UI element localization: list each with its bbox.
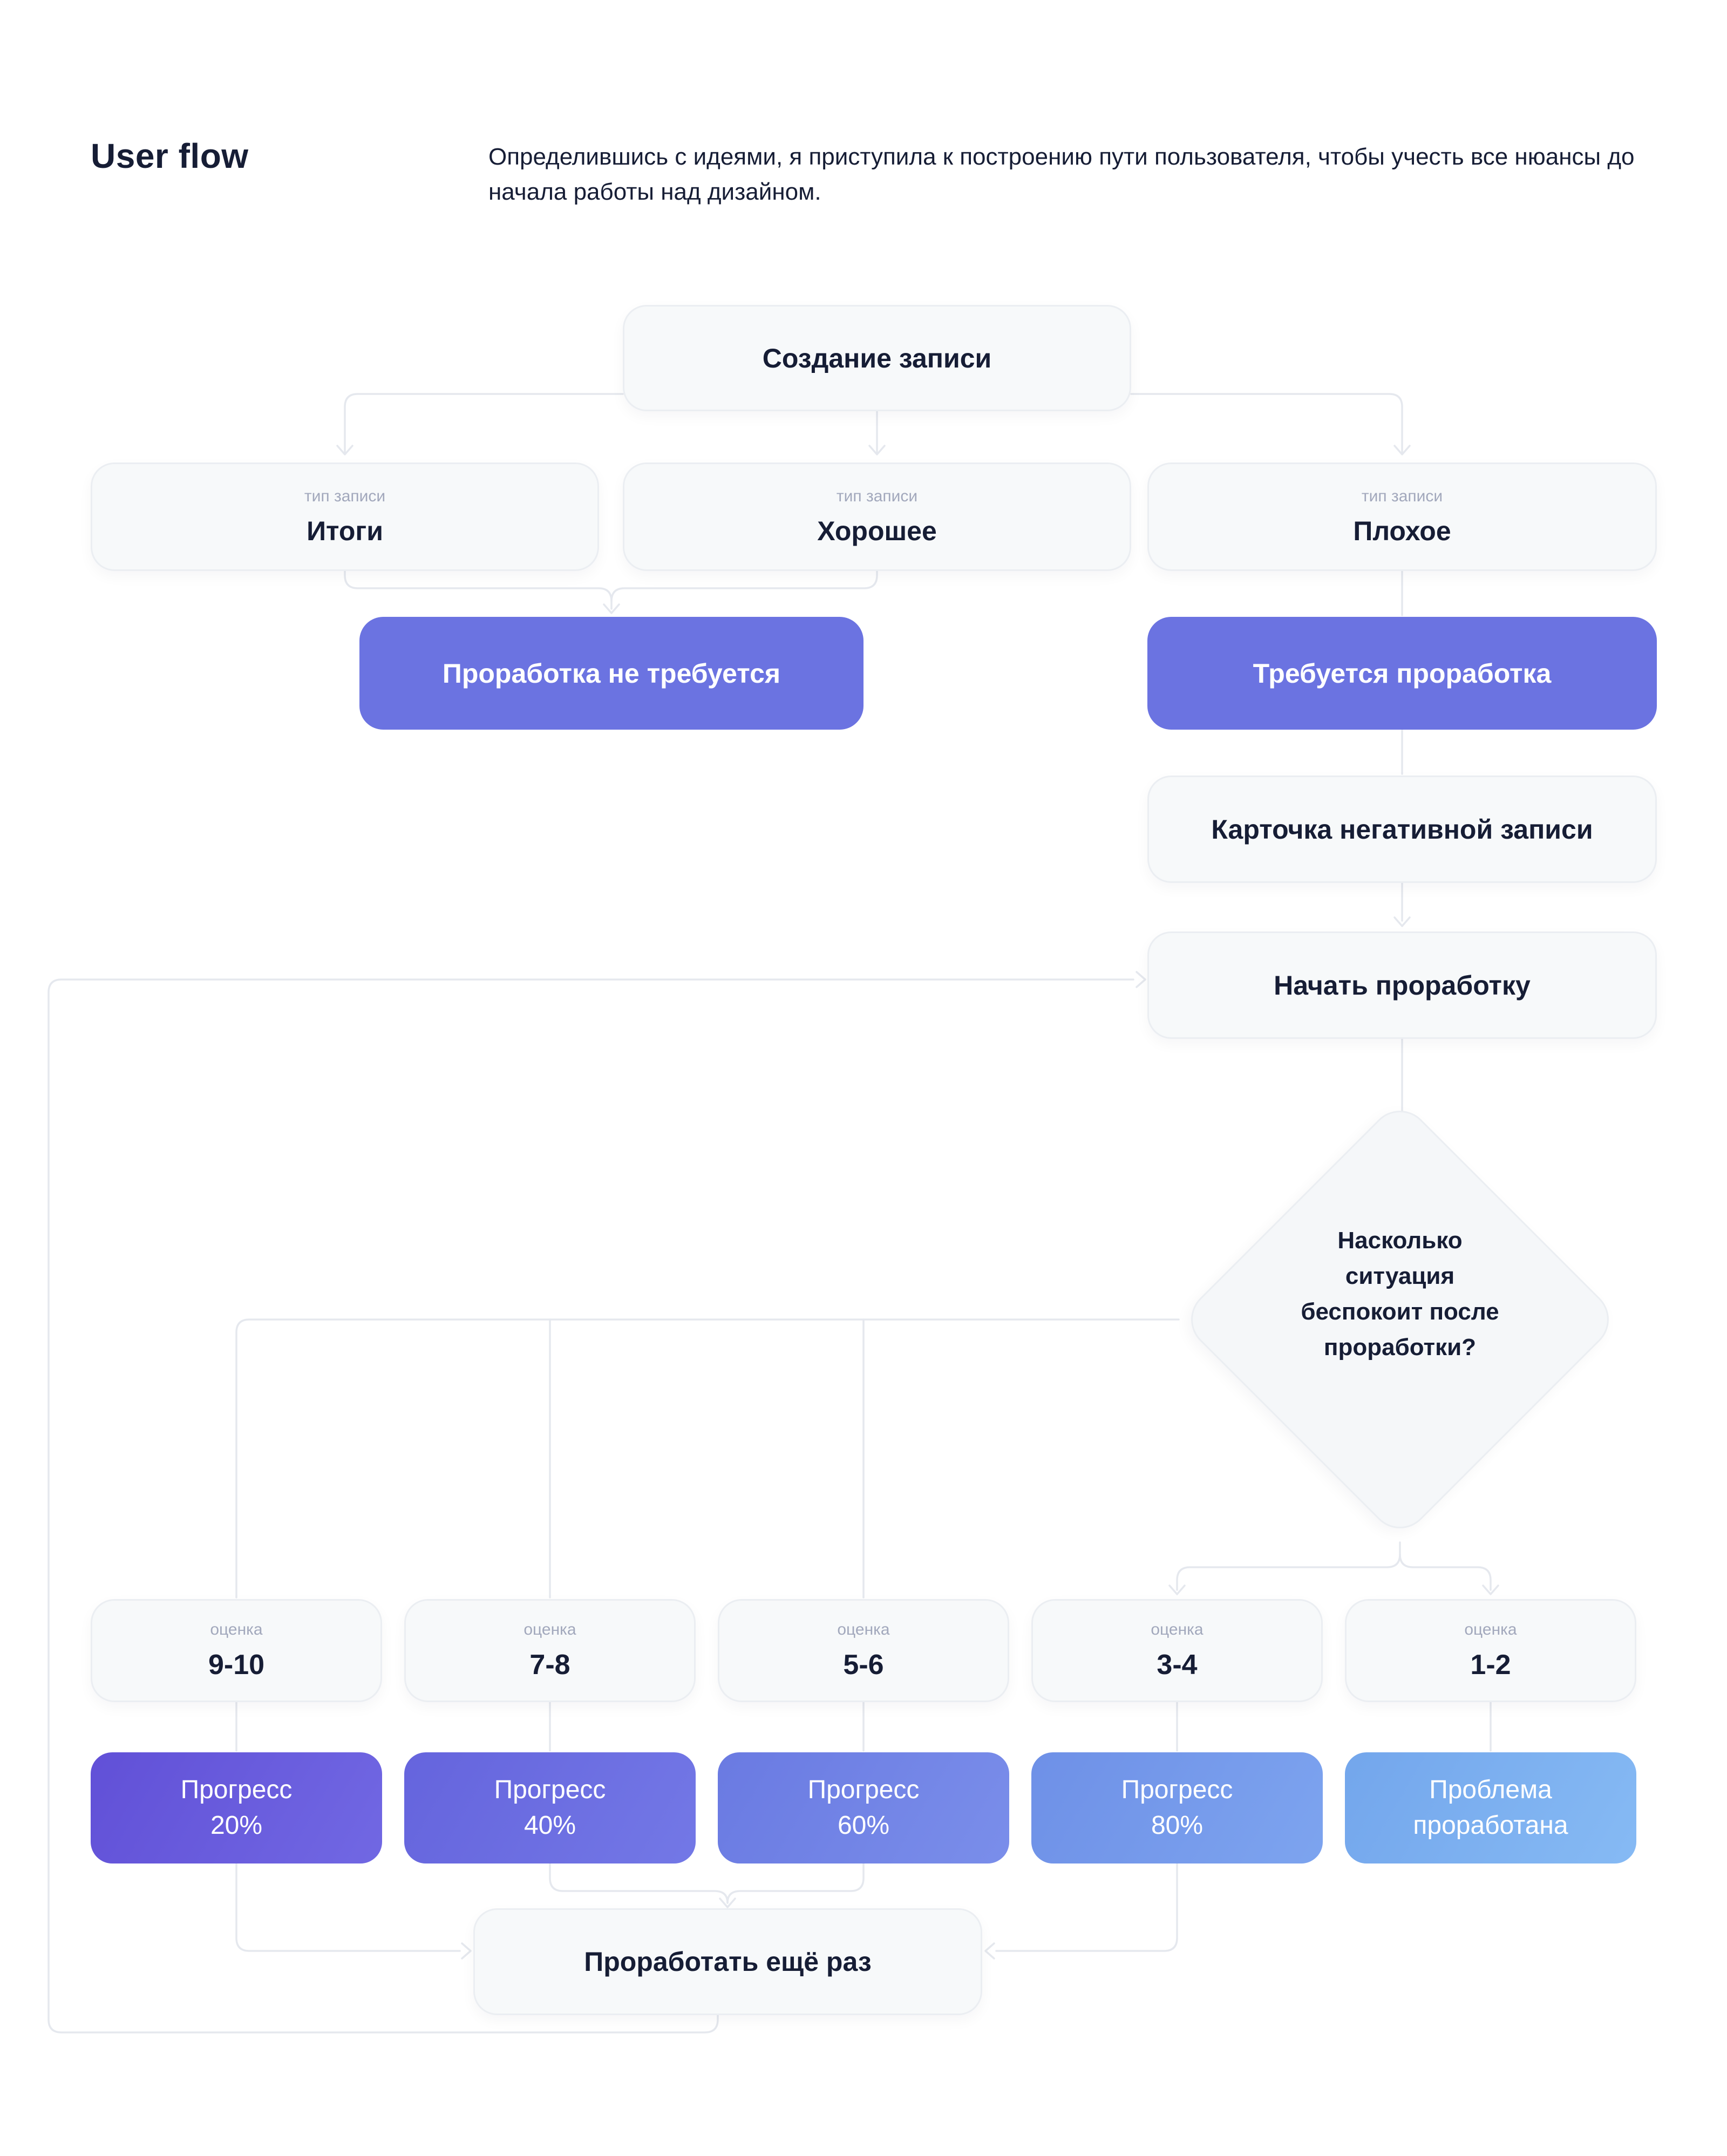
outcome-line: Прогресс [1121,1776,1233,1804]
flow-connector [1399,1553,1492,1591]
flow-connector [726,1862,865,1904]
node-label: Итоги [307,515,383,546]
score-caption: оценка [1151,1620,1204,1638]
arrowhead-icon [868,445,886,455]
outcome-line: Прогресс [807,1776,920,1804]
decision-line: беспокоит после [1301,1298,1499,1325]
score-caption: оценка [1464,1620,1517,1638]
score-value: 5-6 [843,1649,884,1681]
decision-line: ситуация [1345,1263,1455,1289]
arrowhead-icon [1136,971,1146,988]
node-progress-80: Прогресс 80% [1031,1752,1323,1863]
node-label: Плохое [1353,515,1451,546]
node-start-work: Начать проработку [1147,931,1657,1039]
outcome-line: 60% [837,1811,890,1840]
score-caption: оценка [837,1620,890,1638]
node-label: Требуется проработка [1253,658,1552,689]
score-value: 3-4 [1157,1649,1198,1681]
node-create-record: Создание записи [623,305,1131,411]
arrowhead-icon [984,1942,995,1960]
outcome-line: Прогресс [494,1776,606,1804]
outcome-line: Проблема [1429,1776,1552,1804]
flow-connector [1130,393,1403,454]
decision-line: проработки? [1323,1334,1477,1361]
arrowhead-icon [603,603,620,614]
flow-connector [344,570,613,610]
page-title: User flow [91,137,249,175]
arrowhead-icon [461,1942,472,1960]
type-caption: тип записи [1361,487,1443,505]
node-score-7-8: оценка 7-8 [404,1599,696,1702]
type-caption: тип записи [836,487,918,505]
node-problem-resolved: Проблема проработана [1345,1752,1636,1863]
node-progress-20: Прогресс 20% [91,1752,382,1863]
arrowhead-icon [1482,1584,1499,1595]
node-type-summary: тип записи Итоги [91,463,599,571]
page-description: Определившись с идеями, я приступила к п… [488,144,1635,206]
flow-connector [1176,1541,1401,1591]
flow-connector [235,1318,1180,1599]
arrowhead-icon [336,445,353,455]
node-type-bad: тип записи Плохое [1147,463,1657,571]
arrowhead-icon [1393,916,1411,927]
node-score-1-2: оценка 1-2 [1345,1599,1636,1702]
node-progress-40: Прогресс 40% [404,1752,696,1863]
node-label: Хорошее [817,515,937,546]
node-score-9-10: оценка 9-10 [91,1599,382,1702]
outcome-line: 20% [210,1811,263,1840]
score-value: 1-2 [1470,1649,1511,1681]
node-work-required: Требуется проработка [1147,617,1657,730]
outcome-line: проработана [1413,1811,1568,1840]
node-label: Начать проработку [1274,970,1531,1001]
flow-connector [344,393,624,454]
node-label: Создание записи [762,343,992,373]
flow-connector [610,570,878,602]
node-label: Карточка негативной записи [1211,814,1593,845]
node-score-3-4: оценка 3-4 [1031,1599,1323,1702]
node-score-5-6: оценка 5-6 [718,1599,1009,1702]
score-caption: оценка [523,1620,576,1638]
node-label: Проработка не требуется [442,658,781,689]
outcome-line: 80% [1151,1811,1204,1840]
arrowhead-icon [719,1897,736,1908]
node-negative-card: Карточка негативной записи [1147,776,1657,883]
flow-connector [995,1862,1178,1952]
decision-line: Насколько [1337,1227,1463,1254]
flow-connector [235,1862,461,1952]
arrowhead-icon [1393,445,1411,455]
outcome-line: Прогресс [180,1776,293,1804]
flow-connector [549,1862,729,1904]
node-label: Проработать ещё раз [584,1947,872,1977]
node-retry: Проработать ещё раз [473,1908,982,2015]
node-progress-60: Прогресс 60% [718,1752,1009,1863]
flow-connector [47,978,1134,2033]
score-value: 7-8 [529,1649,570,1681]
arrowhead-icon [1168,1584,1186,1595]
node-no-work-needed: Проработка не требуется [359,617,864,730]
decision-question: Насколько ситуация беспокоит после прора… [1216,1223,1583,1365]
node-type-good: тип записи Хорошее [623,463,1131,571]
score-value: 9-10 [208,1649,265,1681]
score-caption: оценка [210,1620,263,1638]
type-caption: тип записи [304,487,386,505]
outcome-line: 40% [523,1811,576,1840]
